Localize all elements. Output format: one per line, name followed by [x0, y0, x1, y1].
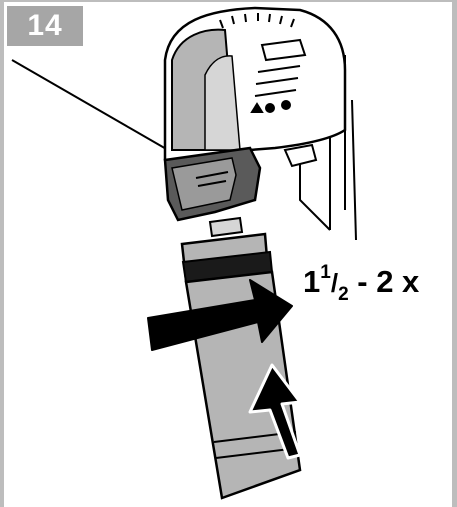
cartridge [180, 216, 302, 500]
push-arrow [147, 279, 293, 351]
holder-label-mark [195, 171, 229, 187]
step-number-badge: 14 [7, 6, 83, 46]
repeat-slash: / [330, 268, 339, 298]
appliance-edge-line [11, 59, 169, 151]
frame-left-border [0, 0, 4, 507]
repeat-denominator: 2 [338, 284, 349, 305]
release-lever [283, 143, 318, 168]
frame-top-border [0, 0, 457, 2]
repeat-numerator: 1 [320, 262, 331, 283]
repeat-whole: 1 [303, 264, 321, 299]
appliance-vent-marks [219, 13, 295, 29]
chamber-shade-light [204, 55, 241, 151]
repeat-count-label: 11/2 - 2 x [303, 263, 420, 304]
repeat-rest: - 2 x [348, 264, 420, 299]
control-panel [250, 38, 307, 113]
appliance-right-side [299, 55, 357, 241]
frame-right-bar [452, 0, 457, 507]
insert-arrow [248, 363, 302, 460]
